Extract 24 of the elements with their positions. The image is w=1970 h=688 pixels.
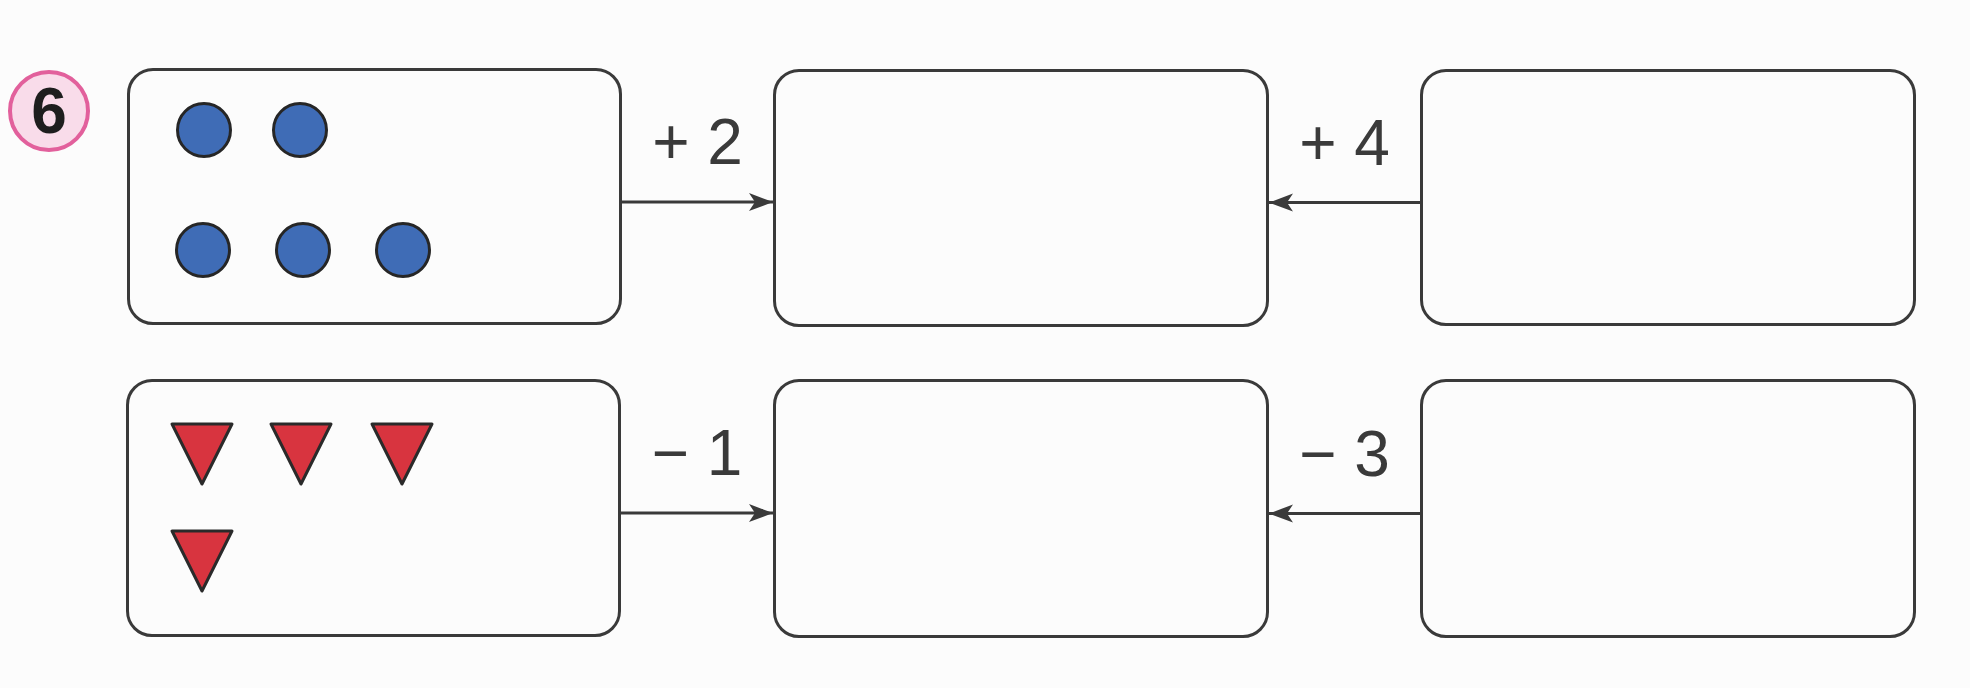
- arrow: [622, 193, 773, 211]
- edge-label: − 1: [651, 421, 743, 485]
- arrow: [1269, 504, 1420, 523]
- arrow: [621, 504, 773, 522]
- triangle-icon: [170, 529, 234, 593]
- exercise-number: 6: [8, 70, 90, 152]
- arrow: [1269, 193, 1420, 212]
- circle-icon: [272, 102, 328, 158]
- picture-frame: [126, 379, 621, 637]
- circle-icon: [375, 222, 431, 278]
- answer-box: [1420, 69, 1916, 326]
- answer-box: [773, 69, 1269, 327]
- triangle-icon: [170, 422, 234, 486]
- answer-box: [773, 379, 1269, 638]
- picture-frame: [127, 68, 622, 325]
- circle-icon: [176, 102, 232, 158]
- edge-label: + 2: [652, 110, 743, 174]
- triangle-icon: [269, 422, 333, 486]
- circle-icon: [275, 222, 331, 278]
- triangle-icon: [370, 422, 434, 486]
- answer-box: [1420, 379, 1916, 638]
- circle-icon: [175, 222, 231, 278]
- edge-label: − 3: [1299, 421, 1390, 486]
- edge-label: + 4: [1299, 110, 1390, 175]
